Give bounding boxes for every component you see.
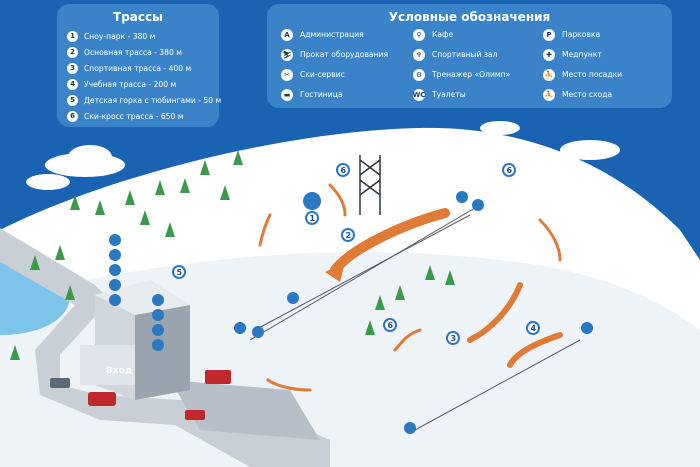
legend-item[interactable]: P Парковка <box>543 26 663 43</box>
trail-label: Ски-кросс трасса - 650 м <box>84 111 184 121</box>
trail-number: 2 <box>67 46 78 58</box>
trees <box>10 150 455 360</box>
lift-station-pins <box>234 191 593 434</box>
trail-list: 1 Сноу-парк - 380 м 2 Основная трасса - 38… <box>67 28 221 124</box>
lift-tower <box>359 155 381 215</box>
legend-label: Место посадки <box>562 70 623 79</box>
trails-panel-title: Трассы <box>113 10 163 24</box>
trail-pin-4[interactable]: 4 <box>526 321 540 335</box>
trail-pin-2-label: 2 <box>346 231 352 240</box>
legend-item[interactable]: A Администрация <box>281 26 413 43</box>
trail-item[interactable]: 5 Детская горка с тюбингами - 50 м <box>67 92 221 108</box>
legend-item[interactable]: ⚲ Кафе <box>413 26 543 43</box>
legend-label: Кафе <box>432 30 454 39</box>
trail-pins[interactable]: 1 2 3 4 5 6 6 <box>172 163 540 345</box>
trail-label: Основная трасса - 380 м <box>84 47 182 57</box>
legend-item[interactable]: ⛹ Место посадки <box>543 66 663 83</box>
trail-pin-6c-label: 6 <box>388 321 394 330</box>
boarding-icon: ⛹ <box>543 68 555 81</box>
trail-pin-2[interactable]: 2 <box>341 228 355 242</box>
lift-lines <box>249 204 581 431</box>
trail-number: 1 <box>67 30 78 42</box>
legend-label: Администрация <box>300 30 364 39</box>
legend-item[interactable]: ⚙ Тренажер «Олимп» <box>413 66 543 83</box>
trail-pin-6a-label: 6 <box>341 166 347 175</box>
legend-label: Тренажер «Олимп» <box>432 70 511 79</box>
legend-panel: Условные обозначения A Администрация ⚲ Каф… <box>267 4 672 108</box>
trail-pin-3-label: 3 <box>451 334 457 343</box>
trail-pin-5[interactable]: 5 <box>172 265 186 279</box>
trail-pin-4-label: 4 <box>531 324 537 333</box>
legend-label: Медпункт <box>562 50 602 59</box>
clouds <box>26 121 658 223</box>
trail-item[interactable]: 4 Учебная трасса - 200 м <box>67 76 217 92</box>
trail-pin-3[interactable]: 3 <box>446 331 460 345</box>
trail-pin-1[interactable]: 1 <box>303 192 322 230</box>
trail-label: Спортивная трасса - 400 м <box>84 63 192 73</box>
trail-label: Детская горка с тюбингами - 50 м <box>84 95 222 105</box>
trainer-icon: ⚙ <box>413 68 425 81</box>
building-icons <box>109 234 164 351</box>
legend-item[interactable]: ✂ Ски-сервис <box>281 66 413 83</box>
trail-item[interactable]: 6 Ски-кросс трасса - 650 м <box>67 108 217 124</box>
trail-number: 5 <box>67 94 78 106</box>
trail-label: Сноу-парк - 380 м <box>84 31 156 41</box>
trails-panel: Трассы 1 Сноу-парк - 380 м 2 Основная трас… <box>57 4 221 127</box>
cafe-icon: ⚲ <box>413 28 425 41</box>
hotel-icon: ▬ <box>281 88 293 101</box>
legend-label: Место схода <box>562 90 613 99</box>
administration-icon: A <box>281 28 293 41</box>
legend-label: Парковка <box>562 30 601 39</box>
trail-label: Учебная трасса - 200 м <box>84 79 177 89</box>
trail-number: 3 <box>67 62 78 74</box>
trail-item[interactable]: 3 Спортивная трасса - 400 м <box>67 60 217 76</box>
legend-grid: A Администрация ⚲ Кафе P Парковка ⛷ Прокат о… <box>281 26 669 103</box>
exit-point-icon: ⛹ <box>543 88 555 101</box>
trail-pin-6a[interactable]: 6 <box>336 163 350 177</box>
trail-pin-6b[interactable]: 6 <box>502 163 516 177</box>
trail-item[interactable]: 2 Основная трасса - 380 м <box>67 44 217 60</box>
legend-item[interactable]: ⛹ Место схода <box>543 86 663 103</box>
wc-icon: WC <box>412 88 426 101</box>
legend-label: Гостиница <box>300 90 343 99</box>
trail-number: 6 <box>67 110 78 122</box>
legend-label: Туалеты <box>432 90 466 99</box>
cars <box>50 370 231 420</box>
legend-label: Спортивный зал <box>432 50 498 59</box>
trail-item[interactable]: 1 Сноу-парк - 380 м <box>67 28 217 44</box>
trail-number: 4 <box>67 78 78 90</box>
trail-pin-1-label: 1 <box>310 214 316 223</box>
main-building <box>80 280 190 400</box>
trail-pin-6b-label: 6 <box>507 166 513 175</box>
legend-item[interactable]: ⛷ Прокат оборудования <box>281 46 413 63</box>
trail-arrows <box>258 183 563 392</box>
trail-pin-6c[interactable]: 6 <box>383 318 397 332</box>
legend-item[interactable]: ✚ Медпункт <box>543 46 663 63</box>
parking-lot <box>170 380 320 440</box>
ski-service-icon: ✂ <box>281 68 293 81</box>
medical-icon: ✚ <box>543 48 555 61</box>
legend-panel-title: Условные обозначения <box>388 10 551 24</box>
legend-label: Ски-сервис <box>300 70 345 79</box>
legend-label: Прокат оборудования <box>300 50 389 59</box>
trail-pin-5-label: 5 <box>177 268 183 277</box>
legend-item[interactable]: ♆ Спортивный зал <box>413 46 543 63</box>
parking-icon: P <box>543 28 555 41</box>
legend-item[interactable]: WC Туалеты <box>413 86 543 103</box>
entry-label: Вход <box>106 366 132 376</box>
legend-item[interactable]: ▬ Гостиница <box>281 86 413 103</box>
rental-icon: ⛷ <box>281 48 293 61</box>
gym-icon: ♆ <box>413 48 425 61</box>
